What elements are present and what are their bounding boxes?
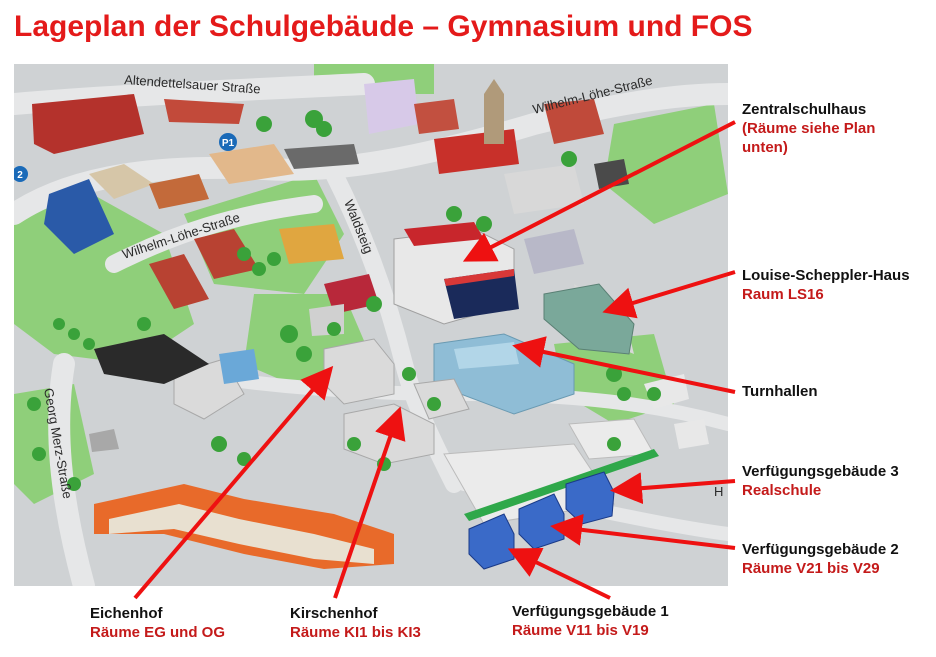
label-vg3-sub: Realschule	[742, 482, 822, 499]
map-marker: 2	[14, 166, 28, 182]
label-zentralschulhaus: Zentralschulhaus (Räume siehe Plan unten…	[742, 100, 875, 157]
arrow-vg3	[610, 472, 736, 505]
arrow-eichenhof	[133, 365, 334, 600]
trees	[27, 110, 661, 491]
label-louise-scheppler: Louise-Scheppler-Haus Raum LS16	[742, 266, 910, 304]
label-vg1-sub: Räume V11 bis V19	[512, 622, 649, 639]
arrow-zentralschulhaus	[462, 120, 736, 262]
label-vg2-sub: Räume V21 bis V29	[742, 560, 880, 577]
buildings-west	[89, 334, 259, 452]
label-vg2-name: Verfügungsgebäude 2	[742, 541, 899, 558]
label-vg2: Verfügungsgebäude 2 Räume V21 bis V29	[742, 540, 899, 578]
label-turnhallen-name: Turnhallen	[742, 383, 818, 400]
label-vg3: Verfügungsgebäude 3 Realschule	[742, 462, 899, 500]
edge-letter: H	[714, 484, 723, 499]
arrow-louise-scheppler	[602, 270, 736, 319]
parking-marker: P1	[219, 133, 237, 151]
label-turnhallen: Turnhallen	[742, 382, 818, 401]
arrow-vg1	[507, 548, 611, 600]
arrow-turnhallen	[512, 336, 736, 394]
residential-buildings	[94, 484, 394, 569]
arrow-kirschenhof	[333, 406, 406, 599]
label-louise-scheppler-sub: Raum LS16	[742, 286, 824, 303]
label-vg3-name: Verfügungsgebäude 3	[742, 463, 899, 480]
campus-map: P1 2 H Altendettelsauer Straße Wilhelm-L…	[14, 64, 728, 586]
label-vg1-name: Verfügungsgebäude 1	[512, 603, 669, 620]
label-kirschenhof-sub: Räume KI1 bis KI3	[290, 624, 421, 641]
label-zentralschulhaus-sub1: (Räume siehe Plan	[742, 120, 876, 137]
label-kirschenhof: Kirschenhof Räume KI1 bis KI3	[290, 604, 421, 642]
label-kirschenhof-name: Kirschenhof	[290, 605, 378, 622]
label-eichenhof: Eichenhof Räume EG und OG	[90, 604, 225, 642]
label-louise-scheppler-name: Louise-Scheppler-Haus	[742, 267, 910, 284]
arrow-vg2	[550, 513, 736, 550]
svg-text:2: 2	[17, 170, 23, 181]
svg-text:P1: P1	[222, 138, 235, 149]
label-zentralschulhaus-name: Zentralschulhaus	[742, 101, 867, 118]
label-zentralschulhaus-sub2: unten)	[742, 139, 788, 156]
label-eichenhof-name: Eichenhof	[90, 605, 163, 622]
label-eichenhof-sub: Räume EG und OG	[90, 624, 226, 641]
page-title: Lageplan der Schulgebäude – Gymnasium un…	[14, 10, 753, 43]
buildings-northwest	[32, 94, 379, 336]
label-vg1: Verfügungsgebäude 1 Räume V11 bis V19	[512, 602, 669, 640]
